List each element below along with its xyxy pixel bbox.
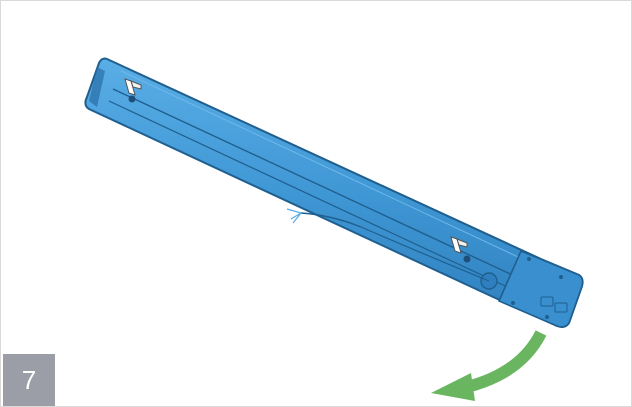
step-number-badge: 7 bbox=[3, 354, 55, 406]
mounting-bracket-icon bbox=[124, 78, 142, 103]
heater-body bbox=[84, 57, 584, 328]
curved-arrow-icon bbox=[431, 330, 547, 401]
step-number: 7 bbox=[21, 364, 37, 395]
cable-wires-icon bbox=[286, 208, 490, 282]
mounting-bracket-icon bbox=[450, 236, 471, 263]
